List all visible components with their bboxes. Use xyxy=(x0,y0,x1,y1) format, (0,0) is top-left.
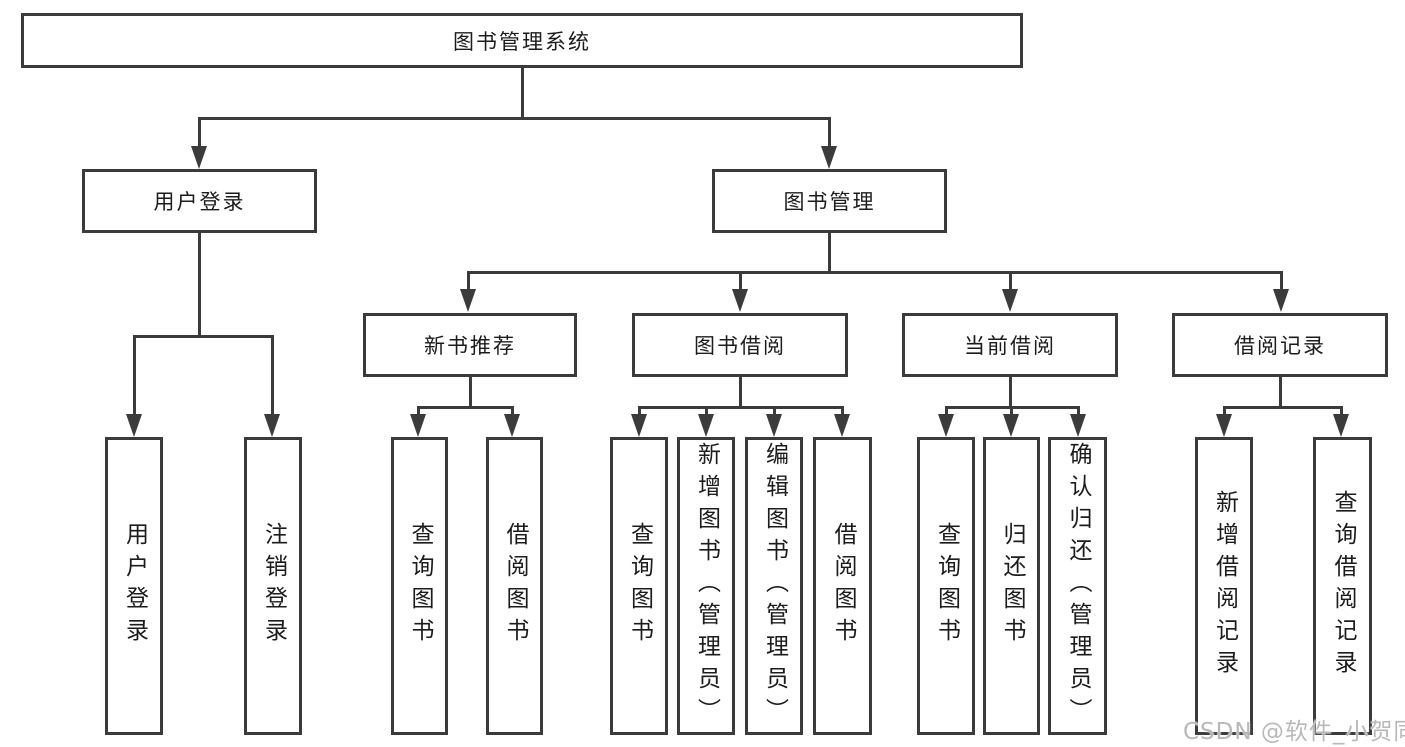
leaf-label: 查询借阅记录 xyxy=(1330,490,1356,682)
node-new-book-recommend: 新书推荐 xyxy=(363,313,577,377)
connector-line xyxy=(827,118,831,152)
connector-line xyxy=(738,272,742,290)
leaf-confirm-return-admin: 确认归还（管理员） xyxy=(1048,437,1107,735)
arrowhead-icon xyxy=(766,414,782,437)
connector-line xyxy=(466,272,470,290)
leaf-label: 新增图书（管理员） xyxy=(693,442,720,730)
leaf-label: 注销登录 xyxy=(260,522,287,650)
connector-line xyxy=(520,68,524,118)
leaf-label: 查询图书 xyxy=(407,522,433,650)
arrowhead-icon xyxy=(264,414,280,437)
node-label: 当前借阅 xyxy=(964,334,1056,358)
connector-line xyxy=(1339,407,1343,416)
arrowhead-icon xyxy=(834,414,850,437)
leaf-add-borrow-record: 新增借阅记录 xyxy=(1195,437,1253,735)
arrowhead-icon xyxy=(410,414,426,437)
node-label: 用户登录 xyxy=(153,190,246,214)
leaf-query-borrow-record: 查询借阅记录 xyxy=(1313,437,1372,735)
arrowhead-icon xyxy=(1003,414,1019,437)
connector-line xyxy=(270,336,274,416)
node-label: 图书管理系统 xyxy=(453,29,591,54)
leaf-logout: 注销登录 xyxy=(244,437,302,735)
connector-line xyxy=(840,407,844,416)
leaf-label: 查询图书 xyxy=(626,522,653,650)
connector-line xyxy=(1222,405,1343,409)
connector-line xyxy=(738,377,742,407)
node-label: 图书借阅 xyxy=(694,334,786,358)
csdn-watermark: CSDN @软件_小贺同学 xyxy=(1183,719,1405,745)
connector-line xyxy=(132,336,136,416)
connector-line xyxy=(197,233,201,336)
node-label: 新书推荐 xyxy=(424,334,516,358)
leaf-label: 新增借阅记录 xyxy=(1211,490,1238,682)
arrowhead-icon xyxy=(698,414,714,437)
connector-line xyxy=(772,407,776,416)
arrowhead-icon xyxy=(821,146,837,169)
connector-line xyxy=(1279,272,1283,290)
connector-line xyxy=(637,407,641,416)
connector-line xyxy=(1076,407,1080,416)
connector-line xyxy=(416,407,420,416)
arrowhead-icon xyxy=(504,414,520,437)
leaf-label: 查询图书 xyxy=(933,522,960,650)
leaf-label: 借阅图书 xyxy=(830,522,856,650)
node-user-login: 用户登录 xyxy=(82,169,317,233)
leaf-label: 归还图书 xyxy=(999,522,1025,650)
connector-line xyxy=(468,377,472,407)
arrowhead-icon xyxy=(191,146,207,169)
connector-line xyxy=(1222,407,1226,416)
arrowhead-icon xyxy=(460,289,476,312)
node-book-borrow: 图书借阅 xyxy=(632,313,848,377)
leaf-add-book-admin: 新增图书（管理员） xyxy=(677,437,735,735)
arrowhead-icon xyxy=(1070,414,1086,437)
node-label: 借阅记录 xyxy=(1234,334,1326,358)
node-library-management-system: 图书管理系统 xyxy=(21,13,1023,68)
connector-line xyxy=(827,233,831,272)
connector-line xyxy=(704,407,708,416)
node-book-management: 图书管理 xyxy=(712,169,947,233)
node-current-borrow: 当前借阅 xyxy=(902,313,1118,377)
leaf-query-books-current: 查询图书 xyxy=(917,437,975,735)
leaf-label: 编辑图书（管理员） xyxy=(761,442,788,730)
arrowhead-icon xyxy=(1273,289,1289,312)
connector-line xyxy=(1008,377,1012,407)
connector-line xyxy=(466,270,1283,274)
connector-line xyxy=(1008,272,1012,290)
arrowhead-icon xyxy=(631,414,647,437)
arrowhead-icon xyxy=(1216,414,1232,437)
connector-line xyxy=(197,118,201,152)
connector-line xyxy=(1009,407,1013,416)
arrowhead-icon xyxy=(1333,414,1349,437)
leaf-borrow-books-recommend: 借阅图书 xyxy=(486,437,543,735)
leaf-return-books: 归还图书 xyxy=(983,437,1040,735)
arrowhead-icon xyxy=(126,414,142,437)
leaf-borrow-books: 借阅图书 xyxy=(813,437,872,735)
connector-line xyxy=(132,334,274,338)
arrowhead-icon xyxy=(1002,289,1018,312)
leaf-label: 借阅图书 xyxy=(502,522,528,650)
connector-line xyxy=(1278,377,1282,407)
connector-line xyxy=(637,405,844,409)
arrowhead-icon xyxy=(732,289,748,312)
leaf-label: 用户登录 xyxy=(121,522,148,650)
leaf-query-books-borrow: 查询图书 xyxy=(610,437,668,735)
leaf-query-books-recommend: 查询图书 xyxy=(391,437,448,735)
leaf-edit-book-admin: 编辑图书（管理员） xyxy=(745,437,803,735)
leaf-user-login: 用户登录 xyxy=(105,437,163,735)
leaf-label: 确认归还（管理员） xyxy=(1065,442,1091,730)
arrowhead-icon xyxy=(938,414,954,437)
connector-line xyxy=(197,116,831,120)
connector-line xyxy=(416,405,514,409)
node-label: 图书管理 xyxy=(783,190,876,214)
node-borrow-records: 借阅记录 xyxy=(1172,313,1388,377)
connector-line xyxy=(510,407,514,416)
connector-line xyxy=(944,407,948,416)
